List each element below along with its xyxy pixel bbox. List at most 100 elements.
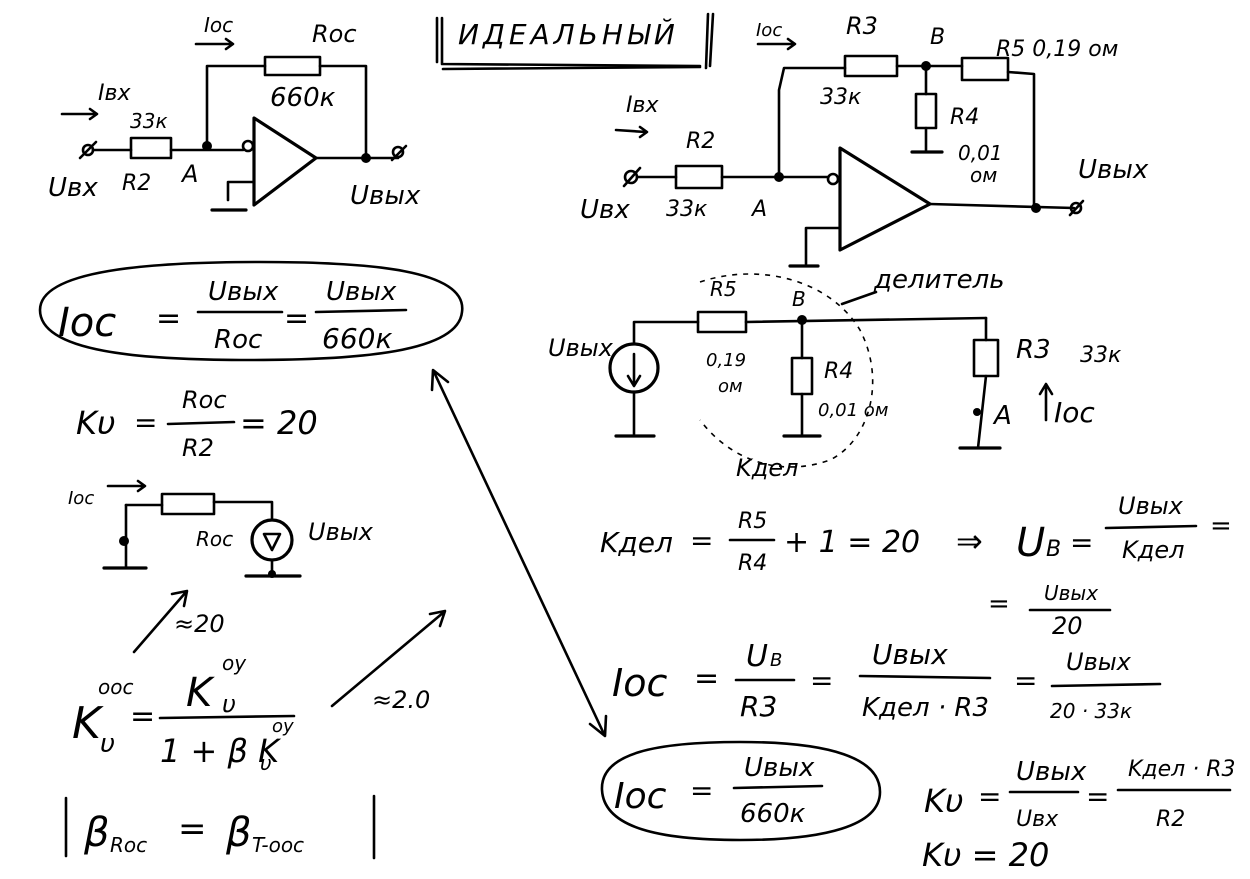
eq4-left-sub: Rос — [110, 833, 147, 857]
eq7-num: Uвых — [744, 753, 815, 783]
eq4-eq: = — [178, 809, 207, 849]
eq6-n1-sub: B — [770, 650, 782, 671]
left-uin-label: Uвх — [48, 173, 98, 203]
left-roc-resistor — [263, 55, 322, 77]
equation-kdel: Kдел = R5 R4 + 1 = 20 ⇒ U B = Uвых Kдел … — [600, 492, 1232, 640]
eq2-lhs: Kυ — [76, 404, 116, 442]
eq2-result: = 20 — [240, 404, 318, 442]
eq3-lhs-sup: оос — [98, 675, 133, 699]
eq4-right-sub: T-оос — [252, 833, 304, 857]
left-opamp-circuit: Iос Rос 660к Iвх 33к R2 Uвх A Uвых — [48, 13, 421, 212]
divider-r4-resistor — [790, 356, 814, 396]
eq5-ub-sub: B — [1046, 537, 1061, 562]
divider-ioc-label: Iос — [1054, 396, 1095, 429]
eq6-d2: Kдел · R3 — [862, 693, 989, 723]
eq8-lhs: Kυ — [924, 782, 964, 820]
eq5-num2: Uвых — [1118, 492, 1184, 520]
eq3-den-sub: υ — [260, 751, 272, 775]
connector-arrow — [430, 368, 608, 738]
divider-node-a: A — [992, 401, 1012, 431]
right-r4-value-2: ом — [970, 163, 997, 187]
eq6-n1: U — [746, 639, 768, 674]
eq5-den: R4 — [738, 551, 767, 576]
eq5-implies: ⇒ — [956, 522, 983, 560]
eq3-lhs-sub: υ — [100, 729, 115, 759]
eq2-num: Rос — [182, 386, 227, 414]
eq5-den2: Kдел — [1122, 536, 1184, 564]
right-r3-label: R3 — [846, 12, 878, 40]
left-node-a: A — [180, 160, 198, 188]
divider-node-b: B — [792, 287, 806, 311]
title-box: ИДЕАЛЬНЫЙ — [435, 12, 715, 71]
small-roc-label: Rос — [196, 527, 233, 551]
right-uin-label: Uвх — [580, 195, 630, 225]
equation-beta: β Rос = β T-оос — [64, 794, 376, 860]
left-r2-label: R2 — [122, 171, 151, 196]
approx-arrows: ≈20 ≈2.0 — [132, 589, 447, 714]
right-r4-label: R4 — [950, 105, 979, 130]
equation-ku: Kυ = Rос R2 = 20 — [76, 386, 318, 462]
eq8-n2: Kдел · R3 — [1128, 757, 1236, 782]
right-r3-value: 33к — [820, 85, 862, 110]
equation-ku-final: Kυ = Uвых Uвх = Kдел · R3 R2 Kυ = 20 — [922, 757, 1236, 874]
equation-ioc-3: Iос = Uвых 660к — [600, 740, 882, 842]
eq1-num-2: Uвых — [326, 277, 397, 307]
eq1-equals-2: = — [284, 301, 309, 336]
eq3-num-sub: υ — [222, 690, 236, 718]
left-ioc-label: Iос — [204, 13, 233, 37]
eq5-ub: U — [1016, 520, 1045, 566]
small-uout-label: Uвых — [308, 518, 374, 546]
left-uout-label: Uвых — [350, 181, 421, 211]
eq5-equals-2: = — [1070, 526, 1093, 559]
eq1-den-1: Rос — [214, 325, 262, 355]
small-ioc-label: Iос — [68, 488, 94, 509]
divider-r5-value-1: 0,19 — [706, 350, 746, 371]
divider-r3-value: 33к — [1080, 343, 1122, 368]
eq1-equals-1: = — [156, 301, 181, 336]
right-r4-resistor — [914, 92, 938, 130]
small-roc-resistor — [160, 492, 216, 516]
eq5-num: R5 — [738, 509, 767, 534]
right-r5-resistor — [960, 56, 1010, 82]
eq6-lhs: Iос — [612, 661, 667, 705]
eq8-equals-2: = — [1086, 780, 1109, 813]
eq4-left: β — [83, 810, 110, 856]
eq9: Kυ = 20 — [922, 836, 1049, 874]
divider-circuit: делитель R5 B Uвых 0,19 ом R4 0,01 ом R3… — [548, 265, 1122, 482]
divider-label: делитель — [873, 265, 1005, 295]
right-r2-resistor — [674, 164, 724, 190]
equation-ioc-2: Iос = U B R3 = Uвых Kдел · R3 = Uвых 20 … — [612, 638, 1162, 723]
approx-2: ≈2.0 — [372, 686, 430, 714]
divider-uout-label: Uвых — [548, 334, 614, 362]
right-opamp — [838, 146, 932, 252]
left-opamp — [252, 116, 318, 207]
eq8-d2: R2 — [1156, 807, 1185, 832]
right-r3-resistor — [843, 54, 899, 78]
eq5-rest: + 1 = 20 — [784, 525, 920, 560]
left-roc-value: 660к — [270, 83, 336, 113]
eq6-d1: R3 — [740, 690, 777, 723]
eq8-equals-1: = — [978, 780, 1001, 813]
eq3-den-sup: оу — [272, 716, 294, 737]
eq4-right: β — [225, 810, 252, 856]
eq3-lhs: K — [72, 698, 104, 749]
small-equivalent-circuit: Iос Rос Uвых — [68, 479, 374, 578]
right-ioc-label: Iос — [756, 20, 782, 41]
eq3-equals: = — [130, 699, 155, 734]
right-opamp-circuit: Iос R3 B R5 0,19 ом 33к R4 0,01 ом Uвых … — [580, 12, 1149, 268]
eq6-n2: Uвых — [872, 638, 948, 671]
eq3-num-sup: оу — [222, 651, 247, 675]
right-node-b: B — [930, 25, 945, 50]
eq1-lhs: Iос — [58, 300, 116, 346]
right-node-a: A — [750, 197, 767, 222]
eq3-den: 1 + β K — [160, 732, 282, 770]
approx-1: ≈20 — [174, 610, 225, 638]
eq6-equals-2: = — [810, 664, 833, 697]
eq6-equals-3: = — [1014, 664, 1037, 697]
eq5-equals: = — [690, 524, 713, 557]
eq6-n3: Uвых — [1066, 648, 1132, 676]
right-r2-value: 33к — [666, 197, 708, 222]
eq2-equals: = — [134, 406, 157, 439]
left-r2-value: 33к — [130, 109, 168, 133]
